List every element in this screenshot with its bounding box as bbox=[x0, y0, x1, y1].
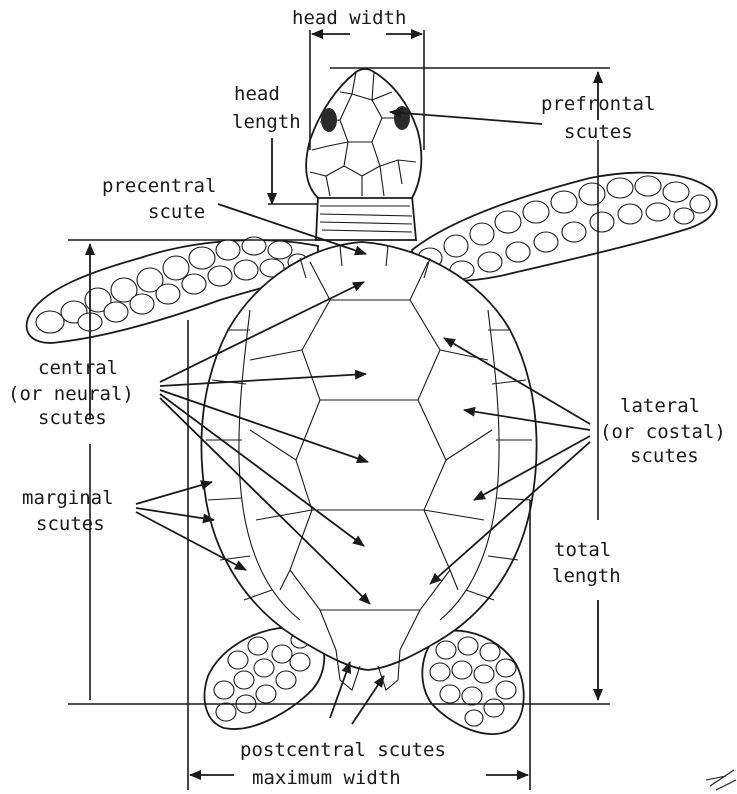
left-eye-icon bbox=[321, 108, 337, 132]
label-lateral-line1: lateral bbox=[620, 395, 700, 417]
label-precentral-line2: scute bbox=[148, 201, 205, 223]
label-lateral-line2: (or costal) bbox=[600, 421, 726, 443]
label-postcentral: postcentral scutes bbox=[240, 739, 446, 761]
artist-mark bbox=[706, 770, 736, 790]
label-marginal-line1: marginal bbox=[22, 487, 114, 509]
label-central-line2: (or neural) bbox=[8, 383, 134, 405]
label-marginal-line2: scutes bbox=[36, 513, 105, 535]
turtle-head bbox=[306, 69, 421, 240]
label-total-length-line2: length bbox=[552, 565, 621, 587]
label-prefrontal-line2: scutes bbox=[564, 121, 633, 143]
turtle-carapace bbox=[201, 242, 536, 690]
label-head-length-line2: length bbox=[232, 111, 301, 133]
right-front-flipper bbox=[412, 173, 717, 281]
right-rear-flipper bbox=[422, 631, 523, 734]
label-head-length-line1: head bbox=[234, 83, 280, 105]
right-eye-icon bbox=[394, 106, 410, 130]
label-prefrontal-line1: prefrontal bbox=[541, 93, 655, 115]
label-lateral-line3: scutes bbox=[630, 445, 699, 467]
label-total-length-line1: total bbox=[554, 539, 611, 561]
label-precentral-line1: precentral bbox=[102, 175, 216, 197]
label-head-width: head width bbox=[292, 7, 406, 29]
label-central-line1: central bbox=[38, 357, 118, 379]
label-maximum-width: maximum width bbox=[252, 767, 401, 789]
label-central-line3: scutes bbox=[38, 407, 107, 429]
